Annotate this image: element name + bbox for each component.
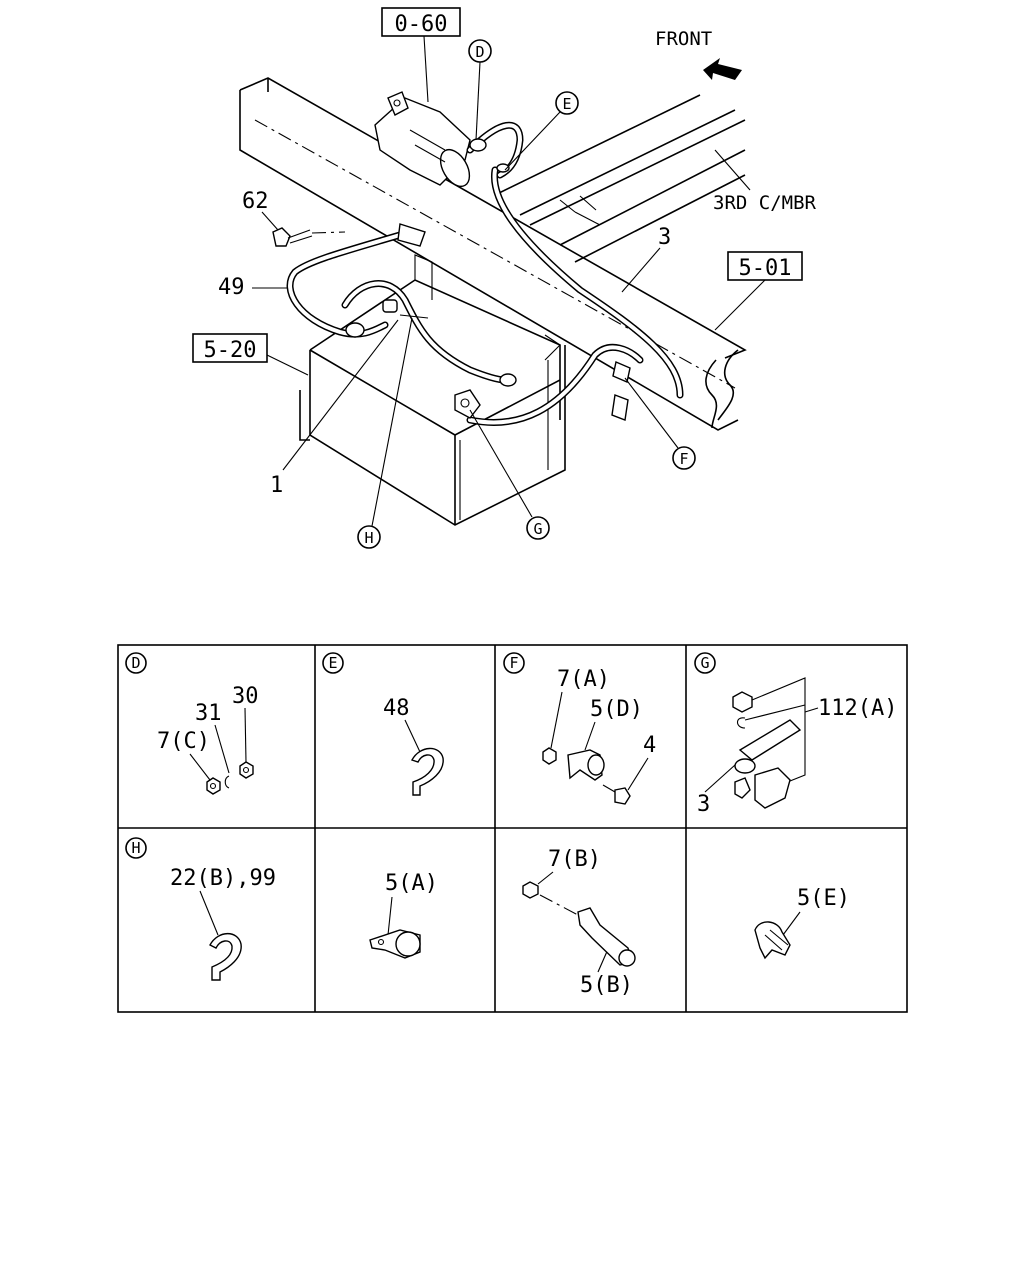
- crossmember-label: 3RD C/MBR: [713, 192, 817, 214]
- detail-5a-label: 5(A): [385, 871, 438, 896]
- detail-d-circle: [125, 652, 147, 674]
- ref-box-battery: [192, 333, 268, 363]
- detail-g-label-3: 3: [697, 792, 710, 817]
- clamp-g: [754, 767, 791, 809]
- front-arrow-icon: [703, 58, 742, 80]
- nut-7a: [542, 747, 557, 765]
- nut-7c: [206, 777, 221, 795]
- detail-cell-5a: 5(A): [369, 871, 438, 959]
- detail-d-label-30: 30: [232, 684, 259, 709]
- detail-d-label-7c: 7(C): [157, 729, 210, 754]
- detail-circle-e: [555, 91, 579, 115]
- bolt-4: [614, 787, 631, 805]
- detail-h-label-22b-99: 22(B),99: [170, 866, 276, 891]
- detail-circle-e-label: E: [562, 95, 571, 113]
- detail-f-circle: [503, 652, 525, 674]
- detail-g-circle: [694, 652, 716, 674]
- detail-5b-label-7b: 7(B): [548, 847, 601, 872]
- battery-box: [299, 254, 566, 526]
- callout-62: 62: [242, 189, 269, 214]
- detail-5e-label: 5(E): [797, 886, 850, 911]
- front-label: FRONT: [655, 28, 712, 50]
- detail-cell-g: G 112(A) 3: [694, 652, 897, 817]
- detail-circle-h-label: H: [364, 529, 373, 547]
- ref-box-frame-label: 5-01: [739, 256, 792, 281]
- washer-g: [736, 717, 746, 729]
- detail-circle-f: [672, 446, 696, 470]
- detail-f-label-5d: 5(D): [590, 697, 643, 722]
- detail-cell-d: D 30 31 7(C): [125, 652, 259, 795]
- callout-49: 49: [218, 275, 245, 300]
- clip-5e: [754, 921, 791, 960]
- detail-d-label-31: 31: [195, 701, 222, 726]
- detail-grid: [117, 644, 908, 1013]
- detail-f-label-4: 4: [643, 733, 656, 758]
- crossmember: [494, 94, 746, 263]
- detail-cell-5e: 5(E): [754, 886, 850, 960]
- clamp-48: [410, 747, 444, 796]
- bolt-62: [272, 227, 346, 247]
- detail-cell-h: H 22(B),99: [125, 837, 276, 981]
- detail-d-letter: D: [131, 654, 140, 672]
- washer-31: [224, 775, 230, 789]
- nut-30: [239, 761, 254, 779]
- cable-1: [341, 280, 517, 387]
- detail-circle-h: [357, 525, 381, 549]
- detail-circle-g: [526, 516, 550, 540]
- detail-cell-f: F 7(A) 5(D) 4: [503, 652, 656, 805]
- nut-g: [732, 691, 753, 713]
- detail-g-letter: G: [700, 654, 709, 672]
- detail-e-circle: [322, 652, 344, 674]
- ref-box-engine-label: 0-60: [395, 12, 448, 37]
- main-assembly: 0-60 5-01 5-20 FRONT 3RD C/MBR 62 49 3 1…: [192, 7, 817, 549]
- ref-box-engine: [381, 7, 461, 37]
- detail-cell-5b: 7(B) 5(B): [522, 847, 636, 998]
- detail-e-letter: E: [328, 654, 337, 672]
- detail-h-circle: [125, 837, 147, 859]
- cable-3: [454, 121, 684, 426]
- detail-circle-g-label: G: [533, 520, 542, 538]
- callout-1: 1: [270, 473, 283, 498]
- detail-f-label-7a: 7(A): [557, 667, 610, 692]
- detail-circle-d-label: D: [475, 43, 484, 61]
- nut-7b: [522, 881, 539, 899]
- callout-3: 3: [658, 225, 671, 250]
- detail-h-letter: H: [131, 839, 140, 857]
- terminal-cable-g: [738, 719, 802, 761]
- starter-motor: [374, 91, 471, 188]
- clamp-22b: [209, 932, 242, 981]
- detail-circle-f-label: F: [679, 450, 688, 468]
- ref-box-battery-label: 5-20: [204, 338, 257, 363]
- detail-f-letter: F: [509, 654, 518, 672]
- detail-5b-label-5b: 5(B): [580, 973, 633, 998]
- detail-cell-e: E 48: [322, 652, 444, 796]
- detail-g-label-112a: 112(A): [818, 696, 897, 721]
- detail-e-label-48: 48: [383, 696, 410, 721]
